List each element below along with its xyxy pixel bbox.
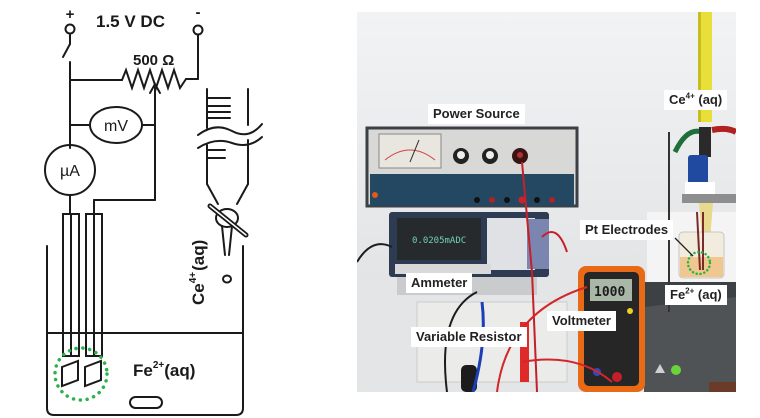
beaker-photo <box>678 211 725 279</box>
pt-electrodes-pointer <box>674 237 694 257</box>
beaker <box>46 245 244 416</box>
label-voltmeter: Voltmeter <box>547 311 616 331</box>
electrode-highlight-circle-photo <box>686 250 712 276</box>
label-ammeter: Ammeter <box>406 273 473 293</box>
label-titrant: Ce4+ (aq) <box>664 90 728 110</box>
electrode-left <box>61 213 80 388</box>
label-pt-electrodes: Pt Electrodes <box>580 220 674 240</box>
analyte-label: Fe2+(aq) <box>133 360 195 380</box>
burette <box>197 88 263 284</box>
resistor-500-ohm <box>121 66 187 92</box>
power-indicator-light <box>671 365 681 375</box>
variable-resistor-device <box>416 301 568 392</box>
millivoltmeter-label: mV <box>104 118 128 135</box>
wires <box>357 161 613 392</box>
electrode-right <box>84 213 103 388</box>
titrant-label: Ce4+(aq) <box>188 240 208 305</box>
label-variable-resistor: Variable Resistor <box>411 327 527 347</box>
label-analyte: Fe2+ (aq) <box>665 285 727 305</box>
ammeter-display-reading: 0.0205mADC <box>412 236 466 246</box>
electrode-highlight-circle <box>53 346 109 402</box>
power-source <box>365 126 579 208</box>
supply-voltage-label: 1.5 V DC <box>96 12 165 31</box>
positive-sign: + <box>66 6 75 23</box>
switch <box>62 43 71 58</box>
resistor-label: 500 Ω <box>133 52 174 69</box>
negative-sign: - <box>196 4 201 21</box>
label-power-source: Power Source <box>428 104 525 124</box>
apparatus-photo: 0.0205mADC 1000 <box>357 12 736 392</box>
negative-terminal <box>192 24 204 36</box>
ammeter-device: 0.0205mADC <box>389 212 549 295</box>
stir-bar <box>129 396 163 409</box>
microammeter-label: µA <box>60 163 80 180</box>
circuit-schematic: + - 1.5 V DC 500 Ω mV µA Ce4+(aq) Fe2+(a… <box>44 4 263 416</box>
positive-terminal <box>64 23 76 35</box>
voltmeter-display-reading: 1000 <box>594 285 625 300</box>
titrant-drop <box>222 274 232 284</box>
